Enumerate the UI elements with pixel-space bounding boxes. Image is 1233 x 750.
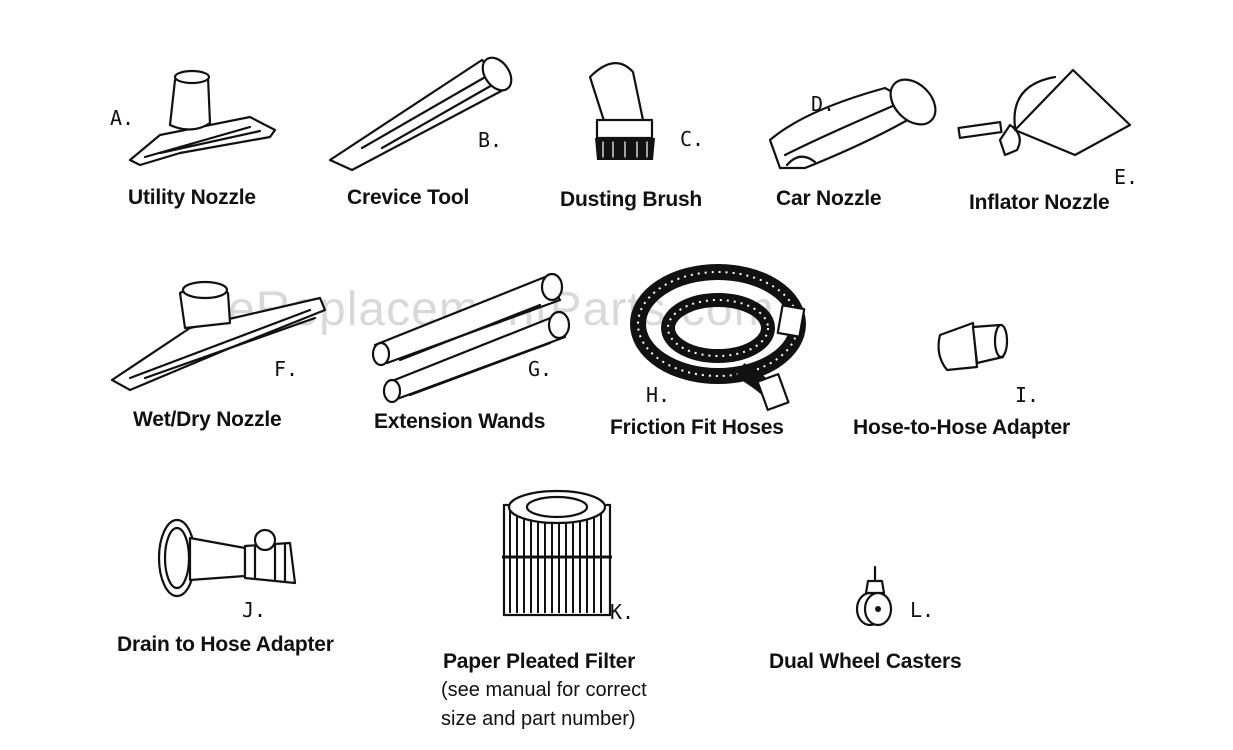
part-note-k-line2: size and part number): [441, 708, 636, 730]
part-letter-i: I.: [1015, 383, 1040, 407]
part-letter-l: L.: [910, 598, 935, 622]
part-letter-k: K.: [610, 600, 635, 624]
part-letter-g: G.: [528, 357, 553, 381]
dusting-brush-icon: [588, 62, 655, 160]
part-label-g: Extension Wands: [374, 410, 546, 433]
part-label-d: Car Nozzle: [776, 187, 882, 210]
inflator-nozzle-icon: [957, 68, 1132, 157]
part-label-a: Utility Nozzle: [128, 186, 256, 209]
part-letter-h: H.: [646, 383, 671, 407]
drain-to-hose-adapter-icon: [157, 518, 297, 598]
part-label-e: Inflator Nozzle: [969, 191, 1110, 214]
hose-to-hose-adapter-icon: [937, 321, 1009, 372]
part-label-j: Drain to Hose Adapter: [117, 633, 334, 656]
part-note-k-line1: (see manual for correct: [441, 679, 647, 701]
part-letter-d: D.: [811, 92, 836, 116]
part-label-f: Wet/Dry Nozzle: [133, 408, 282, 431]
paper-pleated-filter-icon: [502, 489, 612, 617]
car-nozzle-icon: [768, 78, 937, 170]
wet-dry-nozzle-icon: [110, 280, 327, 392]
crevice-tool-icon: [328, 56, 513, 172]
part-letter-a: A.: [110, 106, 135, 130]
part-letter-f: F.: [274, 357, 299, 381]
part-label-k: Paper Pleated Filter: [443, 650, 636, 673]
extension-wands-icon: [371, 272, 571, 404]
part-letter-b: B.: [478, 128, 503, 152]
part-label-b: Crevice Tool: [347, 186, 470, 209]
part-letter-j: J.: [242, 598, 267, 622]
dual-wheel-caster-icon: [855, 565, 893, 627]
friction-fit-hose-icon: [630, 264, 806, 411]
part-label-c: Dusting Brush: [560, 188, 703, 211]
part-letter-e: E.: [1114, 165, 1139, 189]
part-label-h: Friction Fit Hoses: [610, 416, 784, 439]
part-letter-c: C.: [680, 127, 705, 151]
part-label-l: Dual Wheel Casters: [769, 650, 962, 673]
part-label-i: Hose-to-Hose Adapter: [853, 416, 1070, 439]
utility-nozzle-icon: [128, 69, 277, 167]
